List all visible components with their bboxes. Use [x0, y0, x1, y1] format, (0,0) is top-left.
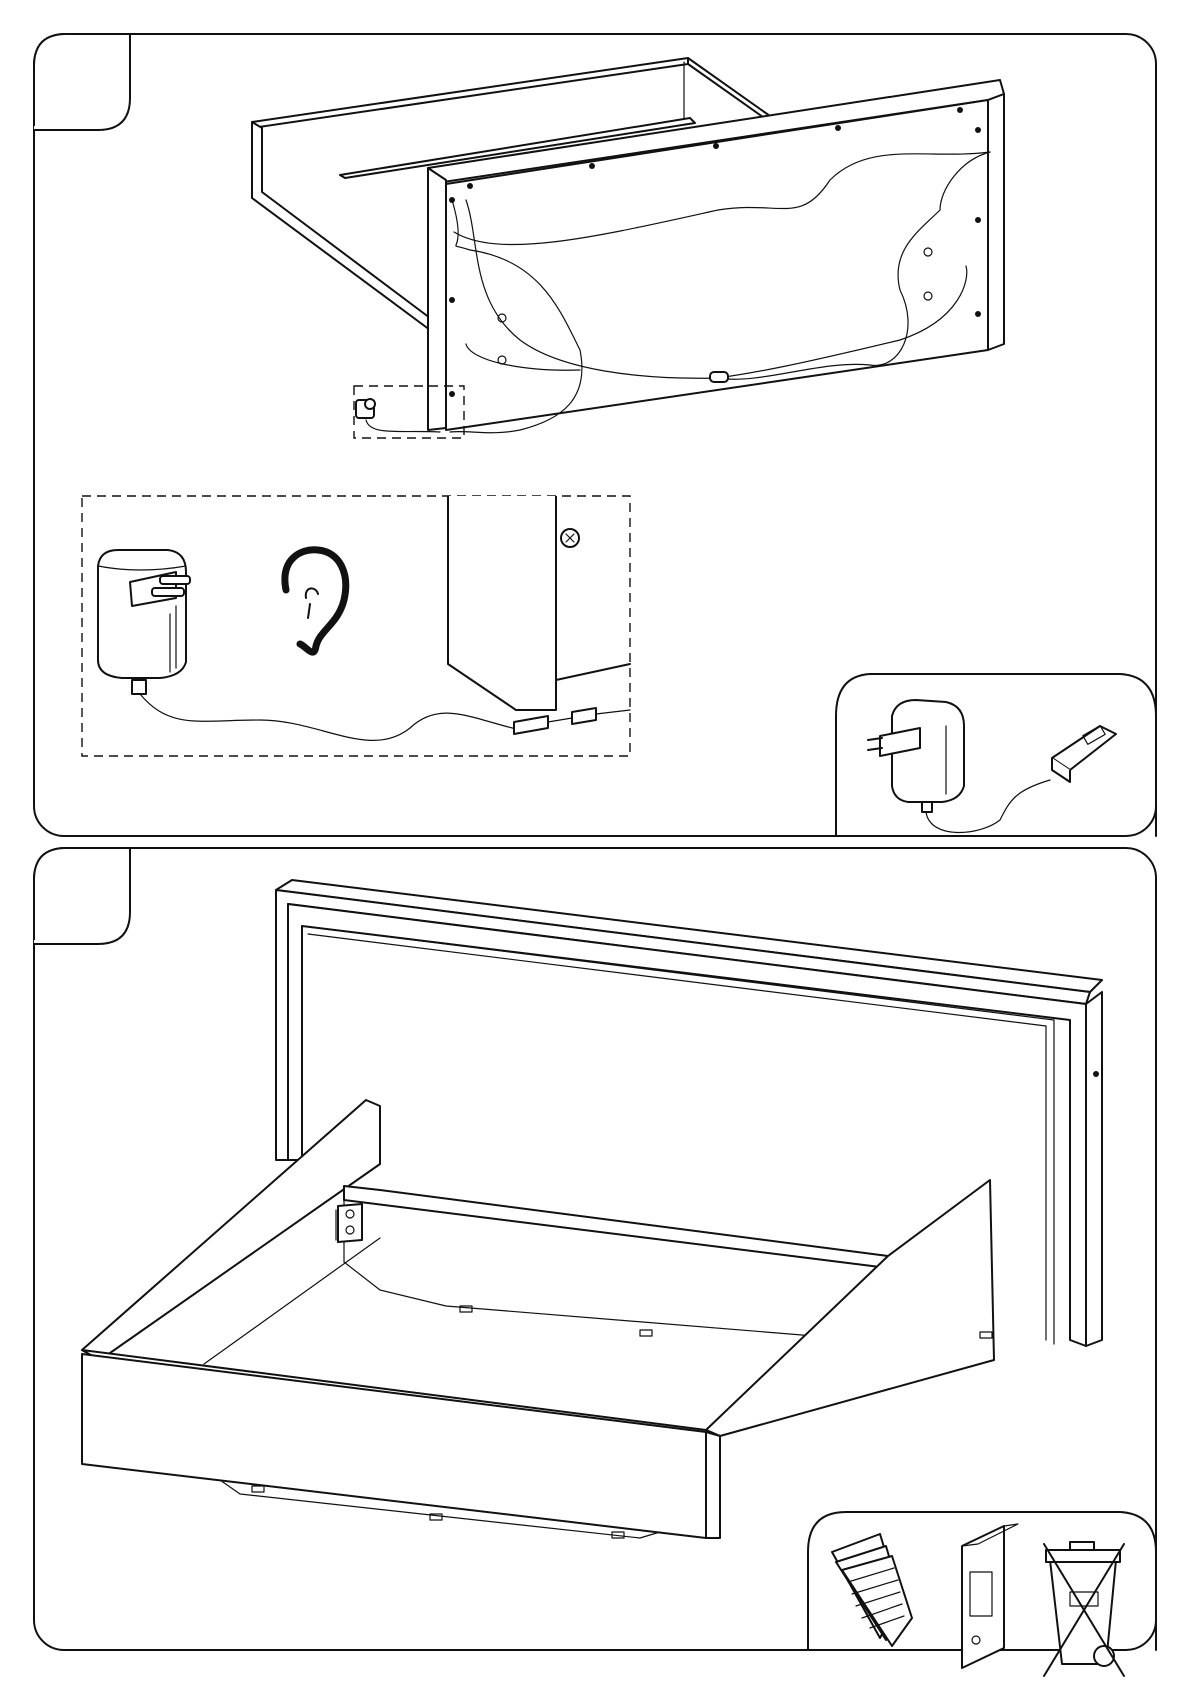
step-number-badge — [34, 34, 130, 130]
connection-detail — [82, 496, 630, 756]
keep-manual-binder-icon — [962, 1524, 1018, 1668]
plug-connector-icon — [514, 708, 630, 734]
screw-icon — [561, 529, 579, 547]
adapter-inset — [836, 674, 1156, 836]
step-panel-a — [34, 34, 1156, 836]
power-adapter-icon — [98, 550, 190, 694]
disposal-info — [808, 1512, 1156, 1676]
paper-recycling-icon — [832, 1534, 912, 1646]
metal-bracket — [336, 1204, 362, 1242]
headboard-panel — [428, 80, 1004, 433]
crossed-bin-icon — [1044, 1542, 1124, 1676]
ear-icon — [285, 550, 346, 652]
plug-connector-icon — [1052, 726, 1116, 782]
power-adapter-icon — [868, 700, 964, 812]
step-panel-b — [34, 848, 1156, 1676]
bed-frame — [82, 1100, 994, 1538]
step-number-badge — [34, 848, 130, 944]
